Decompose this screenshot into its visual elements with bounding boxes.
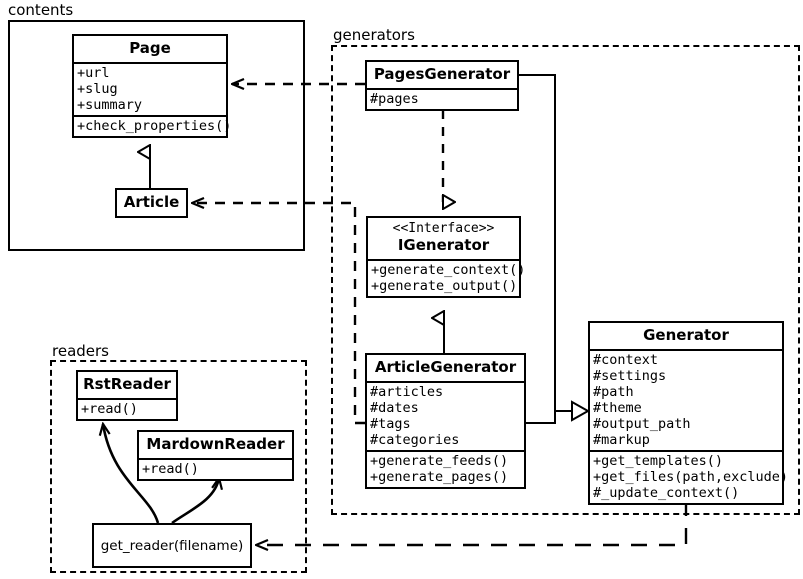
attribute: #dates [370,400,419,416]
attribute: #tags [370,416,411,432]
operation: +read() [142,461,199,477]
class-box-page[interactable]: Page +url +slug +summary +check_properti… [72,34,232,138]
package-frame-readers [50,360,307,573]
class-name-label: IGenerator [397,236,490,254]
class-box-rst-reader[interactable]: RstReader +read() [76,370,178,421]
operation: +generate_feeds() [370,453,509,469]
class-operations-rst-reader: +read() [78,398,176,419]
package-label-readers: readers [50,342,111,360]
attribute: #pages [370,91,419,107]
attribute: #articles [370,384,444,400]
attribute: #path [593,384,634,400]
class-operations-igenerator: +generate_context() +generate_output() [368,259,526,296]
class-attributes-pages-generator: #pages [367,88,517,109]
class-name-article-generator: ArticleGenerator [374,358,517,376]
class-name-mardown-reader: MardownReader [146,435,285,453]
attribute: #settings [593,368,667,384]
class-box-article[interactable]: Article [115,188,188,218]
class-operations-mardown-reader: +read() [139,458,292,479]
operation: +get_templates() [593,453,724,469]
class-name-article: Article [123,193,180,211]
class-box-mardown-reader[interactable]: MardownReader +read() [137,430,294,481]
class-operations-page: +check_properties() [74,115,232,136]
operation: +read() [81,401,138,417]
class-box-article-generator[interactable]: ArticleGenerator #articles #dates #tags … [365,353,526,489]
operation: +generate_pages() [370,469,509,485]
class-name-rst-reader: RstReader [83,375,171,393]
class-operations-article-generator: +generate_feeds() +generate_pages() [367,450,524,487]
class-box-pages-generator[interactable]: PagesGenerator #pages [365,60,519,111]
class-attributes-generator: #context #settings #path #theme #output_… [590,349,782,450]
class-operations-generator: +get_templates() +get_files(path,exclude… [590,450,789,503]
operation: #_update_context() [593,485,740,501]
operation: +check_properties() [77,118,232,134]
class-attributes-article-generator: #articles #dates #tags #categories [367,381,524,450]
function-box-get-reader[interactable]: get_reader(filename) [92,523,252,568]
attribute: #output_path [593,416,691,432]
class-name-generator: Generator [643,326,729,344]
class-box-generator[interactable]: Generator #context #settings #path #them… [588,321,789,505]
attribute: +summary [77,97,143,113]
attribute: +slug [77,81,118,97]
class-stereotype-igenerator: <<Interface>> [392,221,495,236]
attribute: #context [593,352,659,368]
operation: +generate_context() [371,262,526,278]
operation: +get_files(path,exclude) [593,469,789,485]
class-attributes-page: +url +slug +summary [74,62,226,115]
class-box-igenerator[interactable]: <<Interface>> IGenerator +generate_conte… [366,216,526,298]
attribute: #theme [593,400,642,416]
operation: +generate_output() [371,278,518,294]
attribute: +url [77,65,110,81]
attribute: #markup [593,432,650,448]
attribute: #categories [370,432,460,448]
package-label-generators: generators [331,26,417,44]
class-name-igenerator: <<Interface>> IGenerator [368,218,519,259]
package-label-contents: contents [6,1,76,19]
class-name-pages-generator: PagesGenerator [373,65,511,83]
function-label: get_reader(filename) [100,537,244,554]
class-name-page: Page [129,39,171,57]
